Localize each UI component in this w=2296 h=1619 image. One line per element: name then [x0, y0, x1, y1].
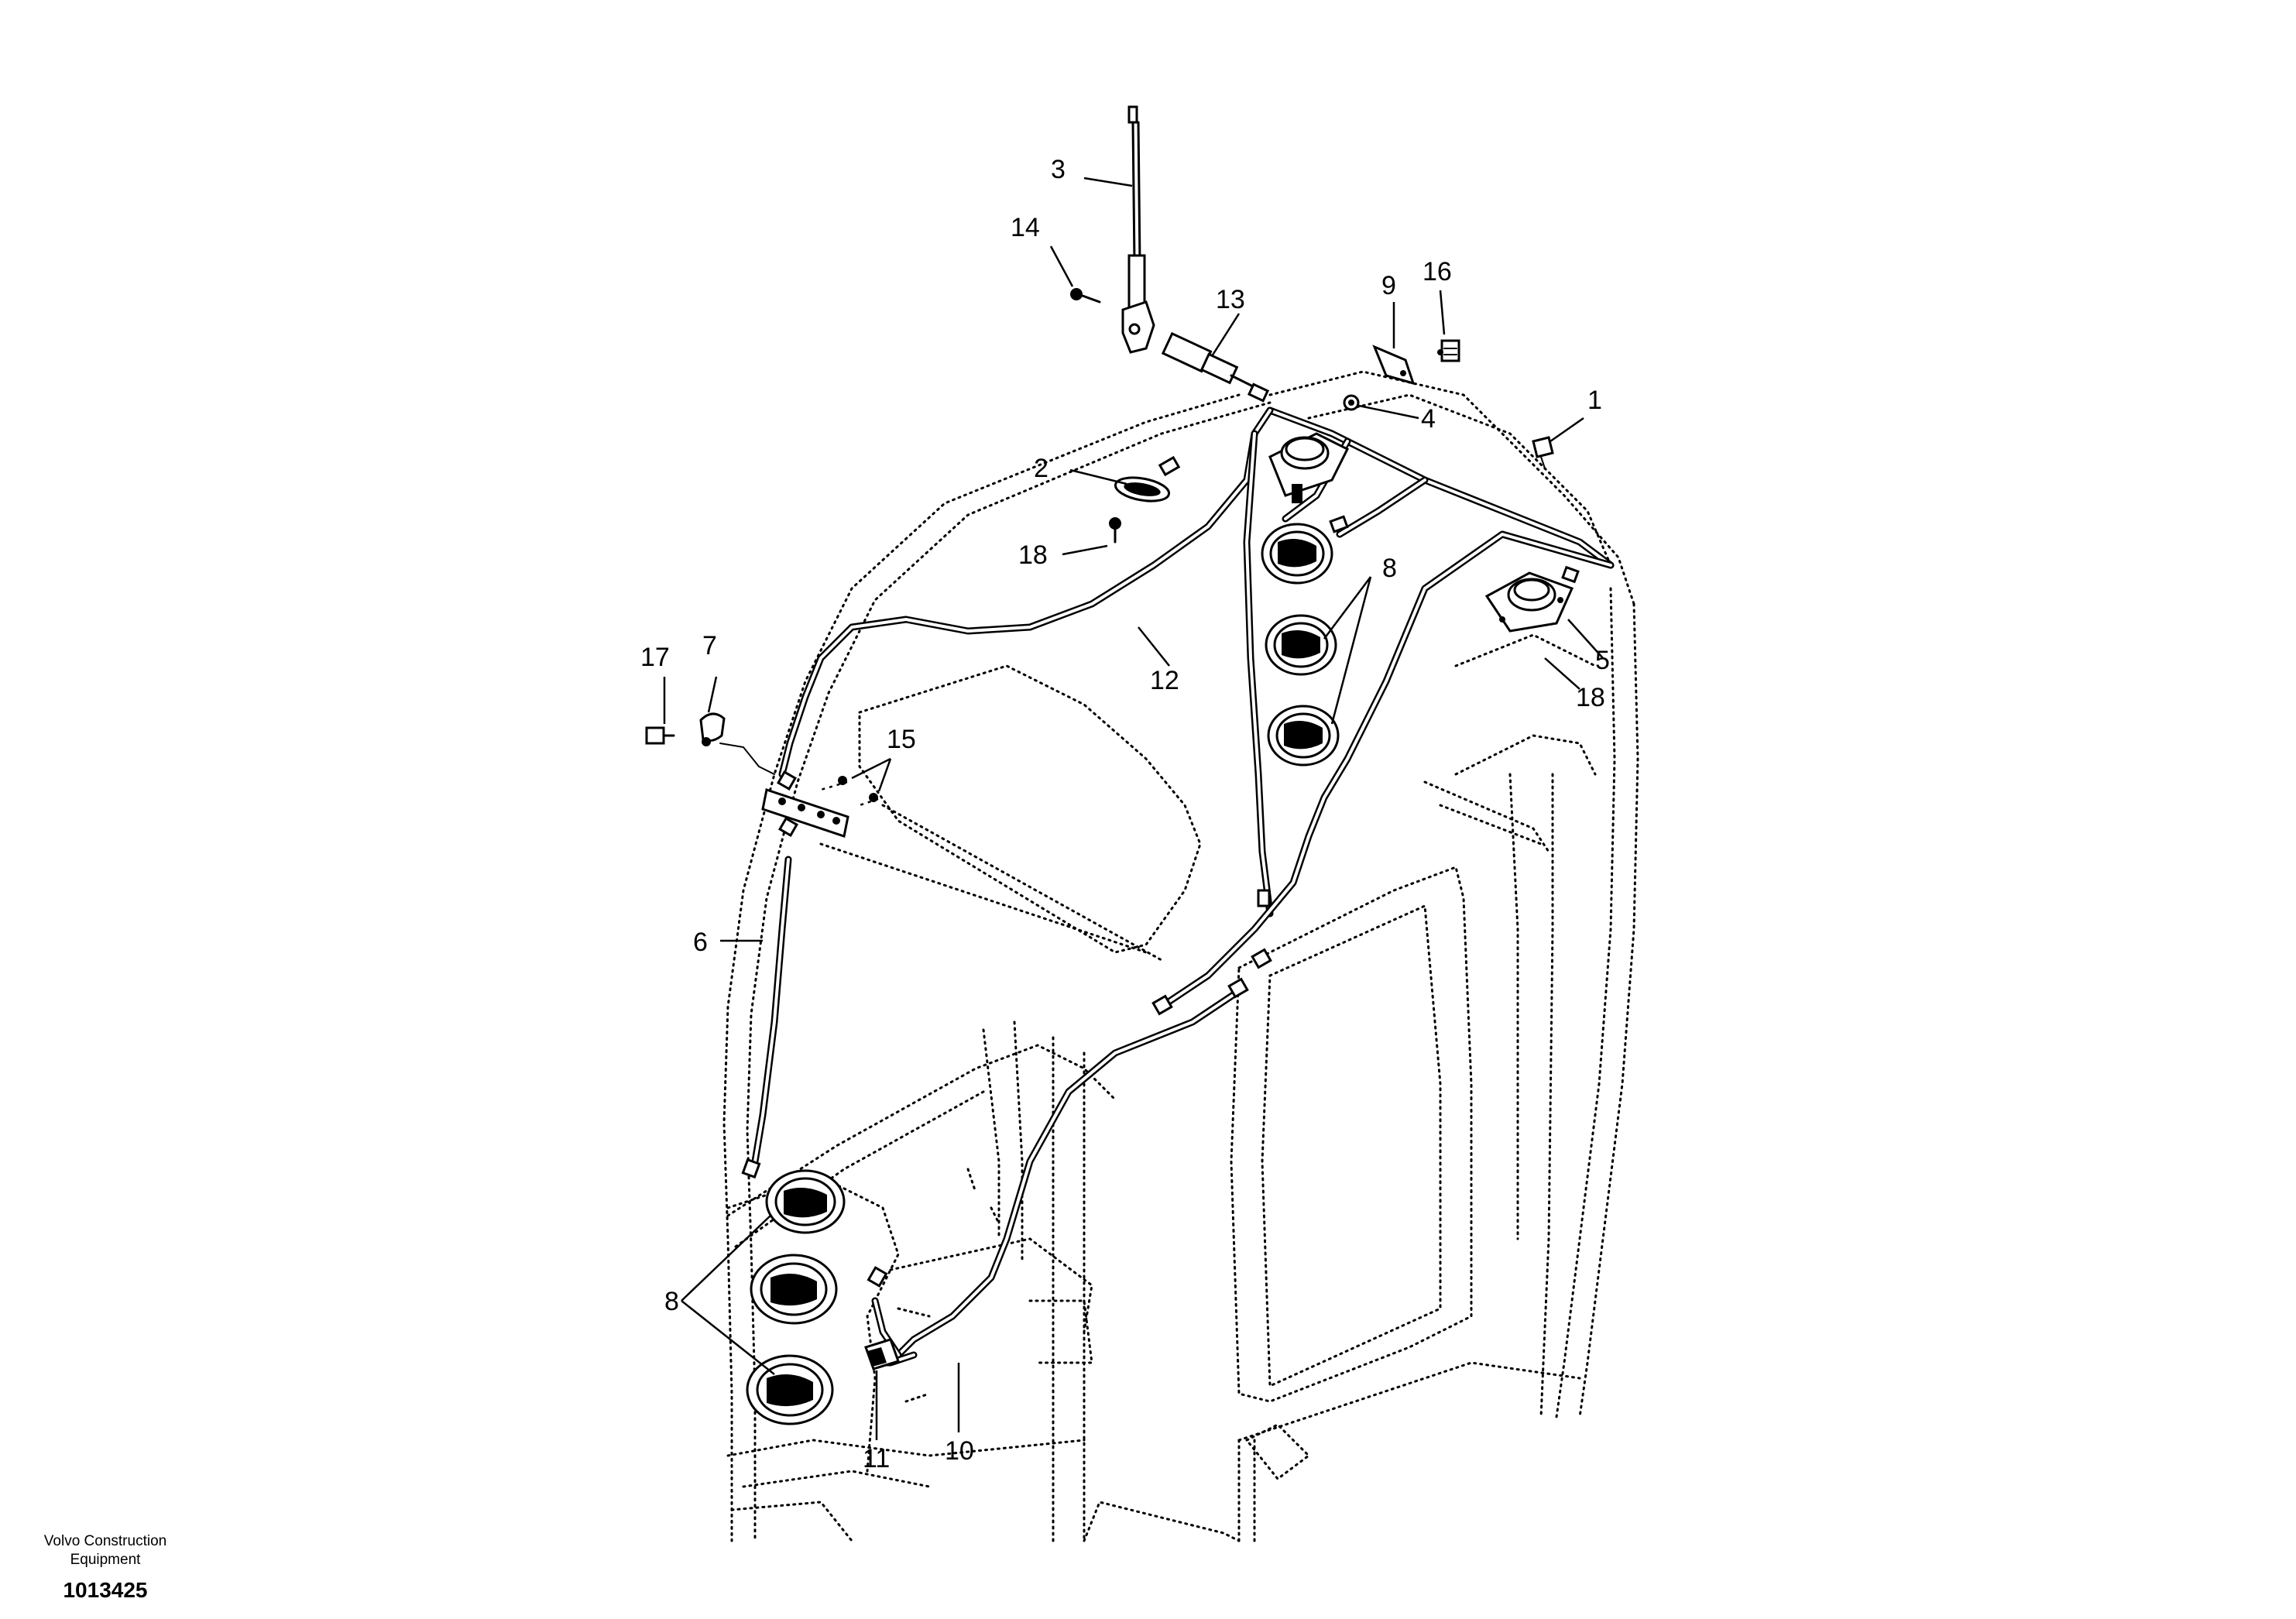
callout-15: 15	[887, 725, 916, 754]
callout-11: 11	[863, 1444, 890, 1473]
callout-5: 5	[1595, 646, 1610, 675]
drawing-number: 1013425	[63, 1578, 147, 1602]
callout-9: 9	[1381, 271, 1396, 300]
screw-14	[1070, 288, 1101, 304]
callout-14: 14	[1011, 213, 1040, 242]
dome-light-2	[1109, 455, 1181, 544]
callout-17: 17	[640, 643, 670, 672]
plug-1	[1532, 436, 1554, 469]
terminal-block-15	[761, 770, 879, 838]
callout-1: 1	[1587, 386, 1602, 415]
antenna	[1121, 105, 1155, 354]
callout-labels: 3 14 13 9 16 4 1 2 18 8 5 18 12 17 7 15 …	[640, 155, 1610, 1473]
callout-12: 12	[1150, 666, 1179, 695]
callout-6: 6	[693, 928, 708, 957]
cab-outline	[722, 370, 1639, 1542]
callout-7: 7	[702, 631, 717, 660]
callout-4: 4	[1421, 404, 1436, 434]
callout-3: 3	[1051, 155, 1066, 184]
callout-13: 13	[1216, 285, 1245, 314]
callout-2: 2	[1034, 454, 1048, 483]
company-name-line2: Equipment	[70, 1552, 142, 1568]
clamp-7	[699, 712, 726, 746]
air-vents-upper	[1261, 523, 1340, 767]
air-vents-lower	[746, 1169, 846, 1425]
callout-8-lower: 8	[664, 1287, 679, 1316]
callout-10: 10	[945, 1436, 974, 1466]
bolt-16	[1437, 339, 1460, 362]
bracket-9	[1372, 345, 1416, 386]
cable-connectors	[741, 515, 1580, 1288]
leader-lines	[663, 177, 1604, 1440]
callout-8-upper: 8	[1382, 554, 1397, 583]
callout-16: 16	[1423, 257, 1452, 286]
company-name-line1: Volvo Construction	[44, 1533, 166, 1549]
footer: Volvo Construction Equipment 1013425	[44, 1533, 166, 1602]
antenna-cable-connector	[1161, 331, 1270, 403]
speaker-left	[1268, 432, 1350, 503]
bolt-17	[645, 726, 675, 745]
connector-11	[864, 1338, 900, 1370]
nut-4	[1343, 394, 1360, 411]
callout-18-lower: 18	[1576, 683, 1605, 712]
wire-harness	[719, 406, 1615, 1367]
callout-18-upper: 18	[1018, 540, 1048, 570]
speaker-5	[1484, 571, 1574, 633]
